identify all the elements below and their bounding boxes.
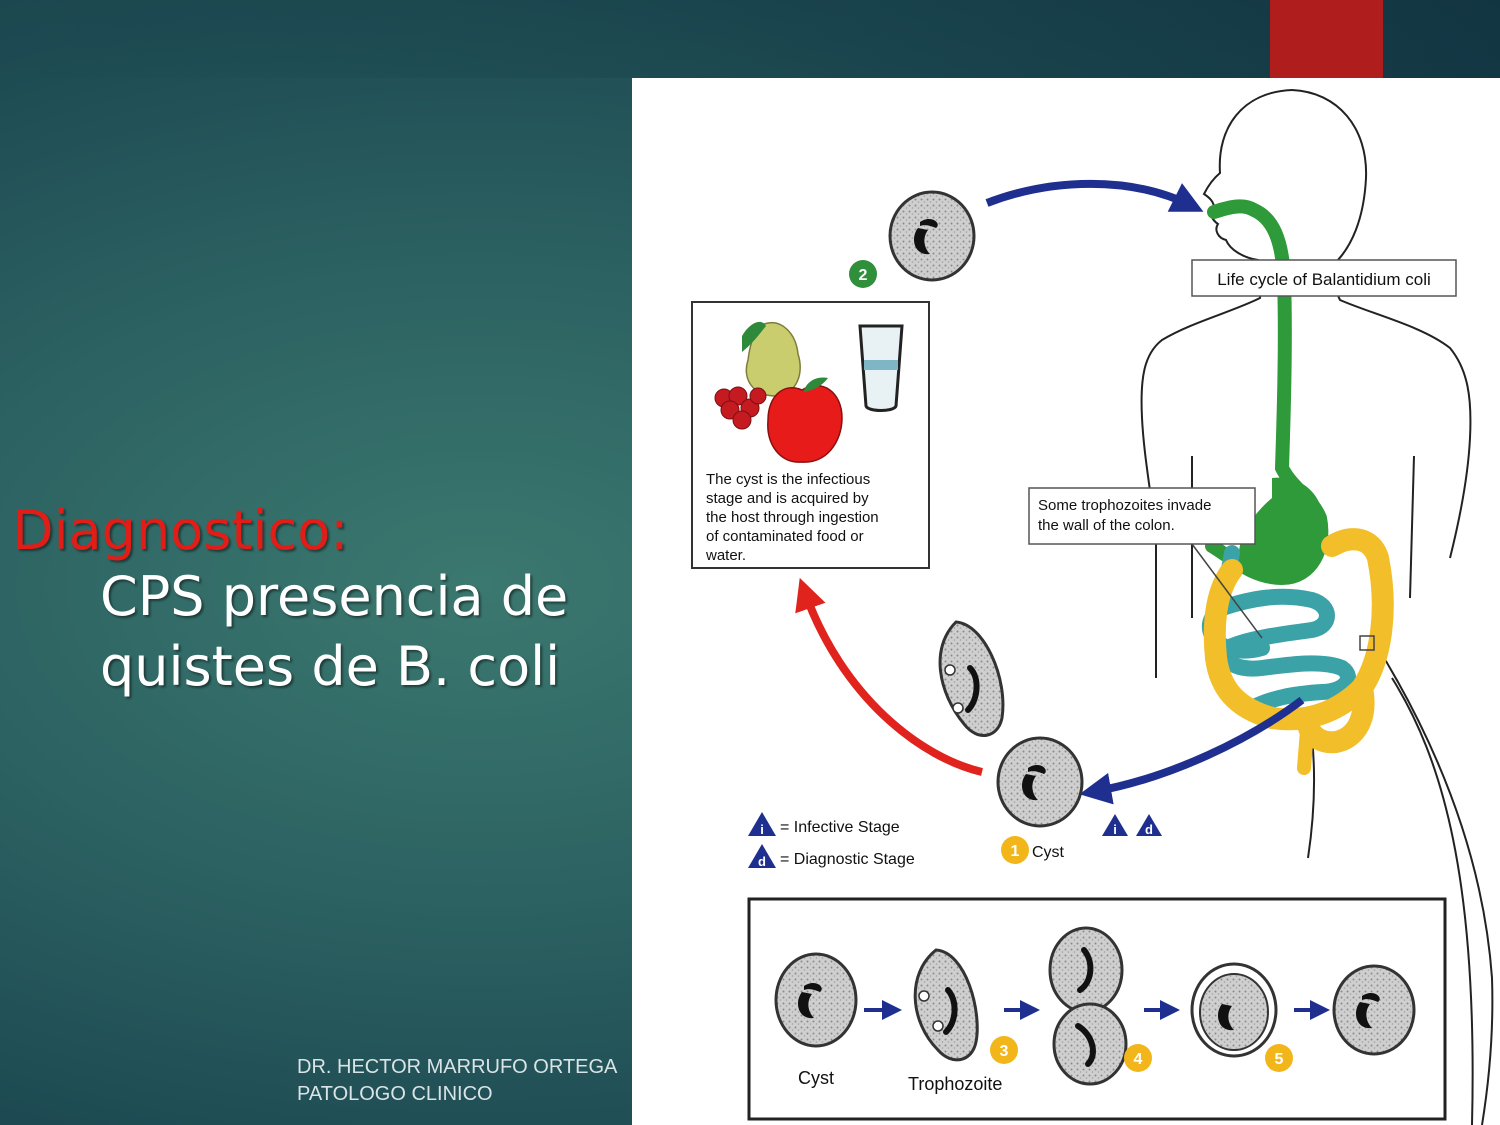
stage-trophozoite-label: Trophozoite	[908, 1074, 1002, 1094]
svg-text:3: 3	[1000, 1043, 1009, 1060]
svg-text:d: d	[1145, 822, 1153, 837]
svg-text:5: 5	[1275, 1051, 1284, 1068]
svg-text:i: i	[760, 822, 764, 837]
stages-panel: Cyst Trophozoite 3 4	[747, 897, 1447, 1121]
stage-cyst-label: Cyst	[798, 1068, 834, 1088]
legend-diagnostic: = Diagnostic Stage	[780, 851, 915, 868]
stage-markers: i d	[1102, 814, 1162, 837]
cyst-step-1	[996, 736, 1084, 828]
stage-mature-cyst-image	[1332, 964, 1416, 1056]
stage-trophozoite-image	[913, 948, 979, 1062]
trophozoite-middle	[938, 620, 1005, 737]
step-2-badge: 2	[849, 260, 877, 288]
stage-division-image	[1048, 926, 1128, 1086]
arrow-to-mouth	[985, 179, 1204, 212]
svg-text:i: i	[1113, 822, 1117, 837]
svg-text:Life cycle of Balantidium coli: Life cycle of Balantidium coli	[1217, 270, 1431, 289]
cyst-top	[888, 190, 976, 282]
slide-heading: Diagnostico:	[12, 499, 349, 562]
footer-role: PATOLOGO CLINICO	[297, 1083, 493, 1105]
step-1-badge: 1	[1001, 836, 1029, 864]
arrow-from-colon	[1079, 696, 1305, 805]
svg-text:Some trophozoites invade: Some trophozoites invade the wall of the…	[1038, 497, 1216, 534]
step-5-badge: 5	[1265, 1044, 1293, 1072]
accent-tab	[1270, 0, 1383, 78]
svg-text:1: 1	[1011, 843, 1020, 860]
legend: i = Infective Stage d = Diagnostic Stage	[748, 812, 915, 869]
ingestion-panel: The cyst is the infectious stage and is …	[691, 301, 930, 569]
invade-label: Some trophozoites invade the wall of the…	[1028, 487, 1263, 639]
slide-footer: DR. HECTOR MARRUFO ORTEGA PATOLOGO CLINI…	[297, 1054, 633, 1108]
digestive-tract	[1202, 199, 1394, 775]
arrow-to-environment	[795, 577, 983, 776]
top-bar	[0, 0, 1500, 78]
svg-text:d: d	[758, 854, 766, 869]
diagram-title: Life cycle of Balantidium coli	[1191, 259, 1457, 297]
step-3-badge: 3	[990, 1036, 1018, 1064]
legend-infective: = Infective Stage	[780, 819, 900, 836]
svg-text:4: 4	[1134, 1051, 1143, 1068]
cyst-step-label: Cyst	[1032, 844, 1065, 861]
footer-author: DR. HECTOR MARRUFO ORTEGA	[297, 1056, 618, 1078]
stage-encysting-image	[1190, 962, 1278, 1058]
step-4-badge: 4	[1124, 1044, 1152, 1072]
life-cycle-diagram: 2 The cyst is the infectious stage and i…	[632, 78, 1500, 1125]
ingestion-text: The cyst is the infectious stage and is …	[705, 471, 883, 564]
stage-cyst-image	[774, 952, 858, 1048]
slide-text: Diagnostico: CPS presencia de quistes de…	[12, 500, 568, 702]
svg-text:2: 2	[859, 267, 868, 284]
slide-body-line-2: quistes de B. coli	[100, 635, 561, 698]
slide-body-line-1: CPS presencia de	[100, 565, 569, 628]
